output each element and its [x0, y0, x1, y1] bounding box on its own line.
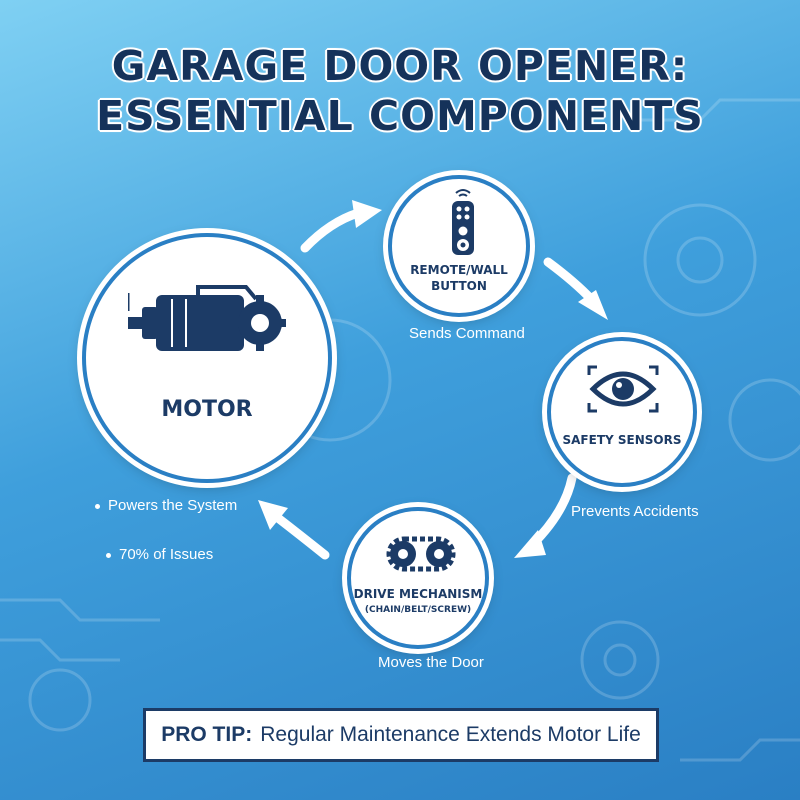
remote-caption: Sends Command	[409, 325, 525, 342]
pro-tip-prefix: PRO TIP:	[161, 723, 253, 746]
motor-bullet-1-text: Powers the System	[108, 497, 238, 514]
motor-bullet-1: Powers the System	[95, 497, 237, 514]
arrow-drive-to-motor	[273, 513, 330, 560]
title-line-1: GARAGE DOOR OPENER:	[111, 42, 689, 90]
pro-tip-text: Regular Maintenance Extends Motor Life	[260, 723, 641, 746]
motor-bullet-2: 70% of Issues	[106, 546, 213, 563]
bullet-dot	[95, 503, 100, 509]
sensors-label: SAFETY SENSORS	[562, 433, 682, 447]
motor-node: MOTOR	[82, 233, 332, 483]
drive-label-line-1: DRIVE MECHANISM	[353, 587, 483, 601]
drive-label-line-2: (CHAIN/BELT/SCREW)	[364, 605, 472, 615]
remote-label-line-1: REMOTE/WALL	[410, 263, 508, 277]
sensors-node: SAFETY SENSORS	[547, 337, 697, 487]
drive-node: DRIVE MECHANISM (CHAIN/BELT/SCREW)	[347, 507, 489, 649]
arrowhead-motor-to-remote	[352, 200, 382, 228]
remote-icon	[452, 189, 474, 255]
remote-label-line-2: BUTTON	[431, 279, 487, 293]
motor-label: MOTOR	[161, 397, 253, 422]
arrowhead-sensors-to-drive	[514, 530, 546, 558]
arrow-motor-to-remote	[300, 208, 363, 253]
pro-tip-box: PRO TIP: Regular Maintenance Extends Mot…	[143, 708, 659, 762]
bullet-dot	[106, 552, 111, 558]
sensors-caption: Prevents Accidents	[571, 503, 699, 520]
motor-bullet-2-text: 70% of Issues	[119, 546, 214, 563]
eye-icon	[587, 365, 659, 413]
drive-caption: Moves the Door	[378, 654, 484, 671]
motor-icon	[128, 285, 286, 351]
remote-node: REMOTE/WALL BUTTON	[388, 175, 530, 317]
arrowhead-remote-to-sensors	[578, 290, 608, 320]
arrow-remote-to-sensors	[543, 257, 597, 305]
chain-icon	[386, 536, 456, 572]
title-line-2: ESSENTIAL COMPONENTS	[96, 92, 704, 140]
arrowhead-drive-to-motor	[258, 500, 288, 530]
